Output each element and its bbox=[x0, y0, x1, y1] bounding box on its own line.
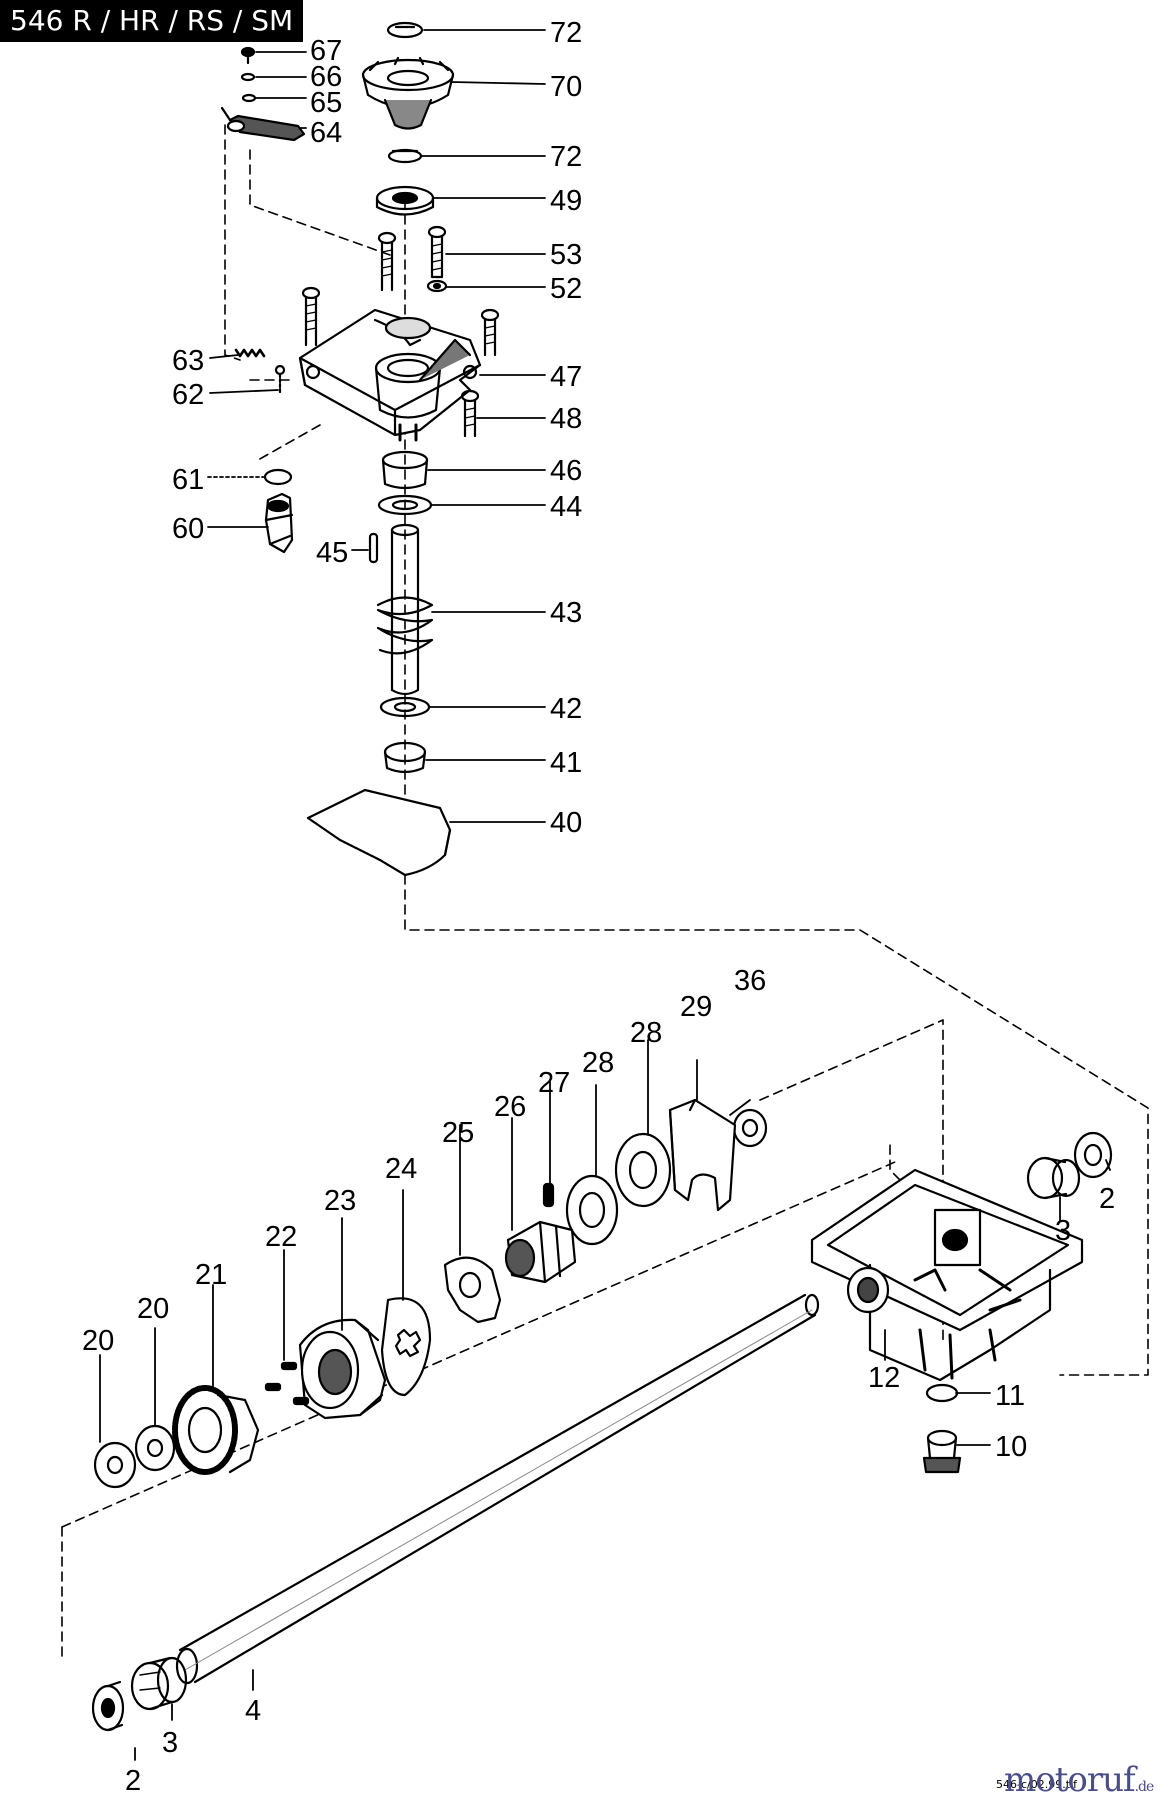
callout-48: 48 bbox=[550, 403, 582, 435]
callout-62: 62 bbox=[172, 379, 204, 411]
part-20-washer-a bbox=[134, 1424, 176, 1472]
callout-43: 43 bbox=[550, 597, 582, 629]
callout-36: 36 bbox=[734, 965, 766, 997]
model-label: 546 R / HR / RS / SM bbox=[0, 0, 304, 42]
part-72-circlip-top bbox=[386, 21, 424, 39]
file-code: 546-c/02.99.tif bbox=[996, 1778, 1077, 1791]
logo-wordmark: motoruf bbox=[1004, 1760, 1136, 1800]
callout-28-b: 28 bbox=[582, 1047, 614, 1079]
part-45-pin bbox=[368, 532, 379, 564]
bolt-upper-center bbox=[377, 231, 397, 292]
site-logo[interactable]: motoruf.de bbox=[1004, 1760, 1155, 1800]
part-63-spring bbox=[234, 348, 266, 358]
callout-12: 12 bbox=[868, 1362, 900, 1394]
callout-72-top: 72 bbox=[550, 17, 582, 49]
leader-lines bbox=[99, 29, 1111, 1761]
callout-49: 49 bbox=[550, 185, 582, 217]
part-10-drain-plug bbox=[922, 1429, 962, 1474]
callout-24: 24 bbox=[385, 1153, 417, 1185]
callout-4: 4 bbox=[245, 1695, 261, 1727]
part-23-drive-wheel-hub bbox=[298, 1318, 387, 1420]
bolt-upper-right bbox=[480, 308, 500, 357]
part-28-washer-a bbox=[614, 1132, 672, 1208]
callout-64: 64 bbox=[310, 117, 342, 149]
bolt-upper-left bbox=[301, 286, 321, 347]
callout-22: 22 bbox=[265, 1221, 297, 1253]
part-48-bolt bbox=[460, 389, 480, 438]
callout-3-left: 3 bbox=[162, 1727, 178, 1759]
part-67-screw bbox=[240, 46, 256, 65]
part-3-bearing-right bbox=[1026, 1156, 1081, 1200]
part-40-seal-plate bbox=[306, 788, 452, 877]
callout-10: 10 bbox=[995, 1431, 1027, 1463]
callout-66: 66 bbox=[310, 61, 342, 93]
part-24-splined-washer bbox=[380, 1297, 432, 1397]
callout-47: 47 bbox=[550, 361, 582, 393]
callout-42: 42 bbox=[550, 693, 582, 725]
callout-70: 70 bbox=[550, 71, 582, 103]
part-41-bushing bbox=[383, 741, 427, 774]
part-20-washer-b bbox=[93, 1441, 137, 1489]
callout-2-right: 2 bbox=[1099, 1183, 1115, 1215]
callout-63: 63 bbox=[172, 345, 204, 377]
callout-20-b: 20 bbox=[82, 1325, 114, 1357]
part-29-fork bbox=[668, 1098, 737, 1212]
callout-40: 40 bbox=[550, 807, 582, 839]
part-11-oring bbox=[925, 1383, 959, 1403]
callout-28-a: 28 bbox=[630, 1017, 662, 1049]
part-62-pin bbox=[274, 364, 286, 394]
callout-60: 60 bbox=[172, 513, 204, 545]
callout-53: 53 bbox=[550, 239, 582, 271]
part-42-washer bbox=[379, 696, 431, 718]
callout-23: 23 bbox=[324, 1185, 356, 1217]
part-43-worm-shaft bbox=[376, 523, 434, 696]
part-64-lever bbox=[220, 106, 306, 142]
callout-45: 45 bbox=[316, 537, 348, 569]
callout-21: 21 bbox=[195, 1259, 227, 1291]
part-36-washer bbox=[732, 1108, 768, 1148]
callout-25: 25 bbox=[442, 1117, 474, 1149]
part-61-oring bbox=[263, 468, 293, 486]
part-70-pulley bbox=[361, 56, 455, 130]
part-53-bolt bbox=[427, 225, 447, 279]
callout-labels: 72 67 66 70 65 64 72 49 53 52 63 47 62 4… bbox=[82, 17, 1115, 1797]
part-12-gearbox-housing bbox=[810, 1168, 1084, 1382]
part-47-gearbox-cover bbox=[298, 308, 482, 442]
logo-tld: .de bbox=[1134, 1779, 1155, 1795]
part-3-bearing-left bbox=[130, 1656, 188, 1711]
callout-44: 44 bbox=[550, 491, 582, 523]
part-44-washer bbox=[377, 494, 433, 516]
part-60-pivot-block bbox=[264, 492, 294, 554]
callout-29: 29 bbox=[680, 991, 712, 1023]
part-25-dog-washer bbox=[443, 1256, 502, 1324]
part-2-seal-left bbox=[91, 1680, 125, 1732]
callout-61: 61 bbox=[172, 464, 204, 496]
callout-65: 65 bbox=[310, 87, 342, 119]
part-22-keys bbox=[264, 1361, 310, 1406]
part-52-washer bbox=[426, 279, 448, 293]
callout-46: 46 bbox=[550, 455, 582, 487]
part-4-axle bbox=[175, 1293, 820, 1685]
callout-27: 27 bbox=[538, 1067, 570, 1099]
callout-20-a: 20 bbox=[137, 1293, 169, 1325]
part-26-clutch-dog bbox=[504, 1220, 577, 1284]
part-46-bushing bbox=[381, 450, 429, 490]
part-28-washer-b bbox=[565, 1174, 619, 1246]
callout-72-lower: 72 bbox=[550, 141, 582, 173]
callout-2-left: 2 bbox=[125, 1765, 141, 1797]
part-2-seal-right bbox=[1073, 1131, 1113, 1179]
callout-67: 67 bbox=[310, 35, 342, 67]
part-21-gear bbox=[172, 1385, 260, 1475]
callout-26: 26 bbox=[494, 1091, 526, 1123]
callout-11: 11 bbox=[995, 1380, 1025, 1412]
part-66-washer bbox=[240, 72, 256, 82]
callout-52: 52 bbox=[550, 273, 582, 305]
callout-3-right: 3 bbox=[1055, 1215, 1071, 1247]
part-65-washer bbox=[241, 93, 257, 103]
part-72-circlip-lower bbox=[387, 148, 423, 164]
callout-41: 41 bbox=[550, 747, 582, 779]
part-49-bearing bbox=[375, 185, 435, 216]
part-27-key bbox=[542, 1182, 555, 1208]
